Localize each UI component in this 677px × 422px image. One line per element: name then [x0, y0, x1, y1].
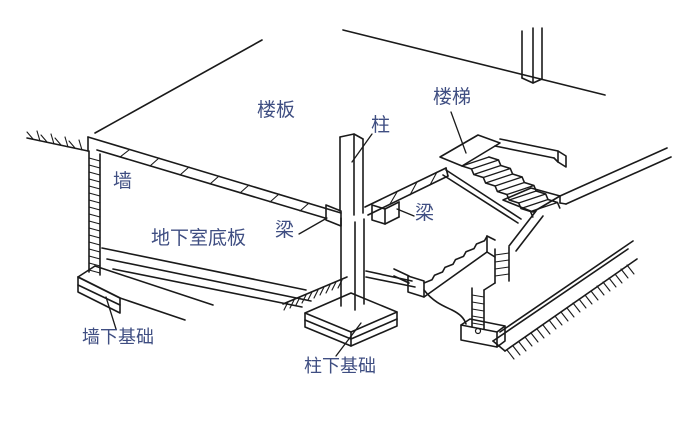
- stairs-upper-steps: [442, 156, 561, 224]
- leader-lines: [105, 111, 467, 357]
- ground-line-left: [26, 130, 89, 152]
- stair-edge-beam: [494, 138, 567, 168]
- stair-landing: [502, 147, 672, 252]
- basement-slab-edges: [101, 247, 416, 308]
- floor-slab-outline: [87, 29, 606, 219]
- stair-footing-block: [460, 318, 506, 348]
- label-beam-right: 梁: [415, 203, 435, 224]
- label-column: 柱: [371, 115, 391, 136]
- leader-column: [351, 133, 373, 163]
- leader-stairs: [450, 111, 467, 154]
- stairs-lower-flight: [393, 235, 496, 325]
- label-basement-slab: 地下室底板: [151, 228, 247, 249]
- label-column-footing: 柱下基础: [304, 356, 376, 376]
- leader-column-footing: [335, 322, 362, 357]
- label-wall-footing: 墙下基础: [82, 327, 154, 347]
- floor-slab-edge-ticks: [119, 149, 310, 212]
- slab-cut-edge-ticks: [389, 171, 438, 205]
- strip-footing-right: [492, 240, 638, 352]
- leader-wall-footing: [105, 296, 117, 330]
- beam-right-section: [371, 201, 400, 225]
- stairs-upper-platform: [439, 134, 501, 167]
- soil-hatch-left: [26, 130, 83, 151]
- label-wall: 墙: [113, 171, 133, 192]
- column-on-slab: [521, 27, 543, 84]
- leader-beam-left: [298, 217, 328, 235]
- soil-hatch-right: [506, 264, 635, 360]
- leader-beam-right: [396, 208, 415, 217]
- wall-footing-block: [77, 265, 214, 321]
- label-floor-slab: 楼板: [257, 100, 296, 121]
- label-stairs: 楼梯: [433, 87, 472, 108]
- wall-hatch: [88, 157, 101, 274]
- wall-section: [88, 150, 101, 276]
- label-beam-left: 梁: [275, 220, 295, 241]
- column-upper: [339, 133, 364, 216]
- column-footing-block: [304, 292, 398, 347]
- beam-left-section: [325, 204, 342, 227]
- soil-hatch-middle: [282, 276, 348, 311]
